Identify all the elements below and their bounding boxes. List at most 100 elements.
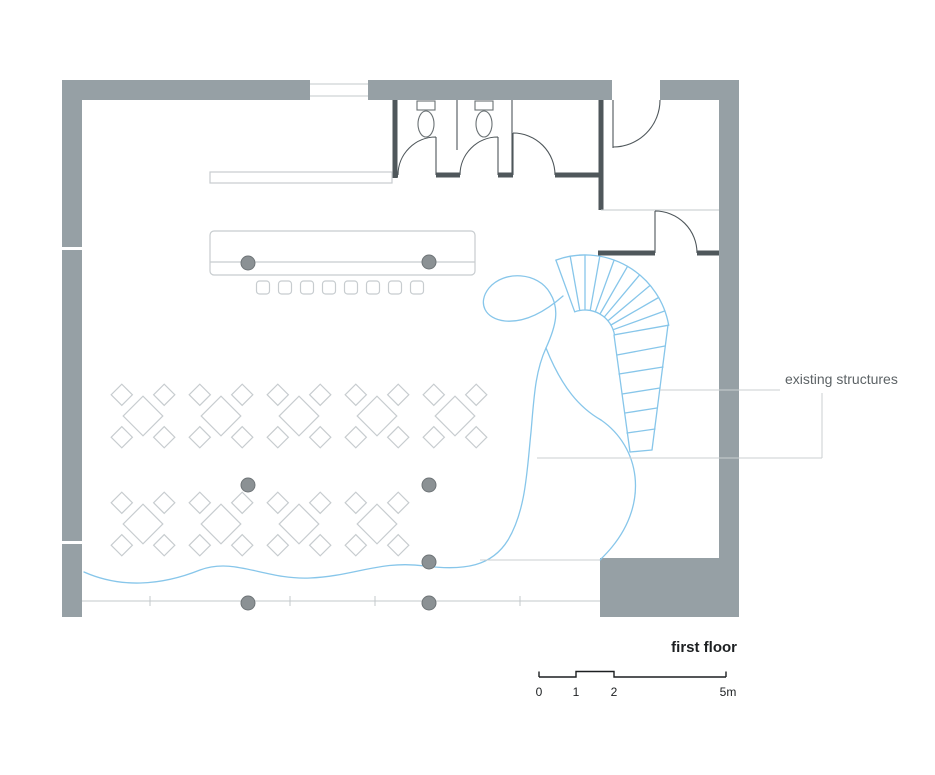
left-wall-window-break-2	[62, 541, 82, 544]
stair-tread	[613, 324, 670, 336]
curved-wall	[83, 275, 637, 584]
dining-table	[122, 395, 164, 437]
chair	[188, 533, 212, 557]
floor-title: first floor	[671, 639, 737, 656]
wc-door-swing-1	[397, 136, 437, 176]
right-wall	[719, 80, 739, 558]
structural-column	[421, 254, 437, 270]
stair-tread	[607, 284, 651, 322]
chair	[230, 491, 254, 515]
chair	[110, 491, 134, 515]
stair-outer-rail	[555, 254, 670, 326]
left-wall	[62, 80, 82, 617]
table-cluster	[344, 491, 410, 557]
table-cluster	[110, 491, 176, 557]
chair	[266, 383, 290, 407]
dining-table	[122, 503, 164, 545]
chair	[152, 491, 176, 515]
chair	[230, 383, 254, 407]
stair-tread	[610, 296, 660, 326]
bar-stool	[365, 280, 381, 295]
chair	[422, 383, 446, 407]
top-wall-left	[62, 80, 310, 100]
chair	[266, 491, 290, 515]
bar-stool	[255, 280, 271, 295]
scale-bar: 0 1 2 5m	[536, 670, 737, 699]
chair	[266, 533, 290, 557]
columns-layer	[240, 254, 437, 611]
dining-table	[200, 503, 242, 545]
stair-fan	[555, 254, 670, 336]
chair	[344, 533, 368, 557]
chair	[152, 383, 176, 407]
scale-tick-2: 2	[611, 685, 618, 699]
dining-table	[200, 395, 242, 437]
chair	[344, 383, 368, 407]
bar-stool	[321, 280, 337, 295]
stair-tread	[603, 274, 641, 318]
stair-flight-treads	[616, 345, 666, 453]
chair	[152, 533, 176, 557]
chair	[386, 491, 410, 515]
chair	[266, 425, 290, 449]
scale-tick-5m: 5m	[720, 685, 737, 699]
stair-tread	[594, 259, 615, 313]
leader-to-curved-wall	[537, 393, 823, 459]
chair	[344, 491, 368, 515]
toilet-tank-1	[416, 100, 436, 111]
service-block	[600, 558, 739, 617]
dining-table	[356, 395, 398, 437]
stair-tread	[555, 259, 576, 313]
chair	[308, 425, 332, 449]
bar-counter	[209, 230, 476, 276]
wc-door-swing-2	[459, 136, 499, 176]
stair-tread	[589, 255, 601, 312]
curved-wall-right-arc	[599, 419, 637, 561]
stair-tread	[599, 265, 629, 315]
curved-wall-connector	[545, 347, 602, 421]
chair	[308, 533, 332, 557]
structural-column	[240, 255, 256, 271]
interior-walls	[392, 99, 719, 256]
chair	[230, 533, 254, 557]
bar-stool	[343, 280, 359, 295]
chair	[422, 425, 446, 449]
chair	[230, 425, 254, 449]
chair	[152, 425, 176, 449]
structural-column	[240, 595, 256, 611]
dining-table	[434, 395, 476, 437]
bar-stool	[277, 280, 293, 295]
chair	[344, 425, 368, 449]
stair-inner-rail	[574, 309, 616, 336]
top-window-lines	[310, 83, 368, 97]
table-cluster	[344, 383, 410, 449]
chair	[308, 491, 332, 515]
stair-tread	[612, 310, 666, 331]
dining-table	[278, 503, 320, 545]
chair	[110, 533, 134, 557]
chair	[110, 425, 134, 449]
structural-column	[421, 595, 437, 611]
table-cluster	[422, 383, 488, 449]
chair	[386, 425, 410, 449]
chair	[188, 383, 212, 407]
bar-stool	[387, 280, 403, 295]
table-cluster	[188, 491, 254, 557]
chair	[188, 491, 212, 515]
table-cluster	[188, 383, 254, 449]
toilet-bowl-2	[475, 110, 493, 138]
scale-bar-line	[538, 670, 727, 678]
tables-layer	[110, 383, 488, 557]
outer-walls	[62, 80, 739, 617]
existing-structures-label: existing structures	[785, 371, 898, 387]
stair-door-swing	[654, 210, 698, 254]
chair	[308, 383, 332, 407]
entrance-door-opening	[612, 80, 660, 100]
organic-curved-wall	[83, 275, 564, 584]
table-cluster	[266, 491, 332, 557]
chair	[464, 383, 488, 407]
structural-column	[421, 477, 437, 493]
bar-stool	[299, 280, 315, 295]
